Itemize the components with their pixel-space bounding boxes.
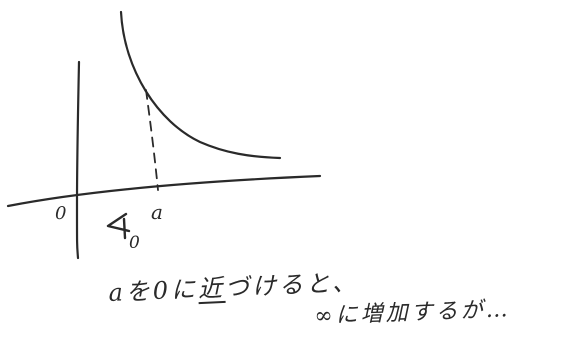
a-label: a xyxy=(151,200,163,224)
zero-sub-label: 0 xyxy=(129,233,140,253)
note-line1-part1: aを0に xyxy=(107,275,199,307)
hyperbola-curve xyxy=(119,10,282,160)
note-line1-part2: づけると、 xyxy=(224,268,360,302)
y-axis xyxy=(75,60,81,260)
origin-label: 0 xyxy=(55,203,67,224)
left-arrow-mark xyxy=(106,212,131,240)
dashed-line-at-a xyxy=(145,89,159,191)
x-axis xyxy=(6,174,322,208)
note-line1-underlined: 近 xyxy=(197,273,226,304)
